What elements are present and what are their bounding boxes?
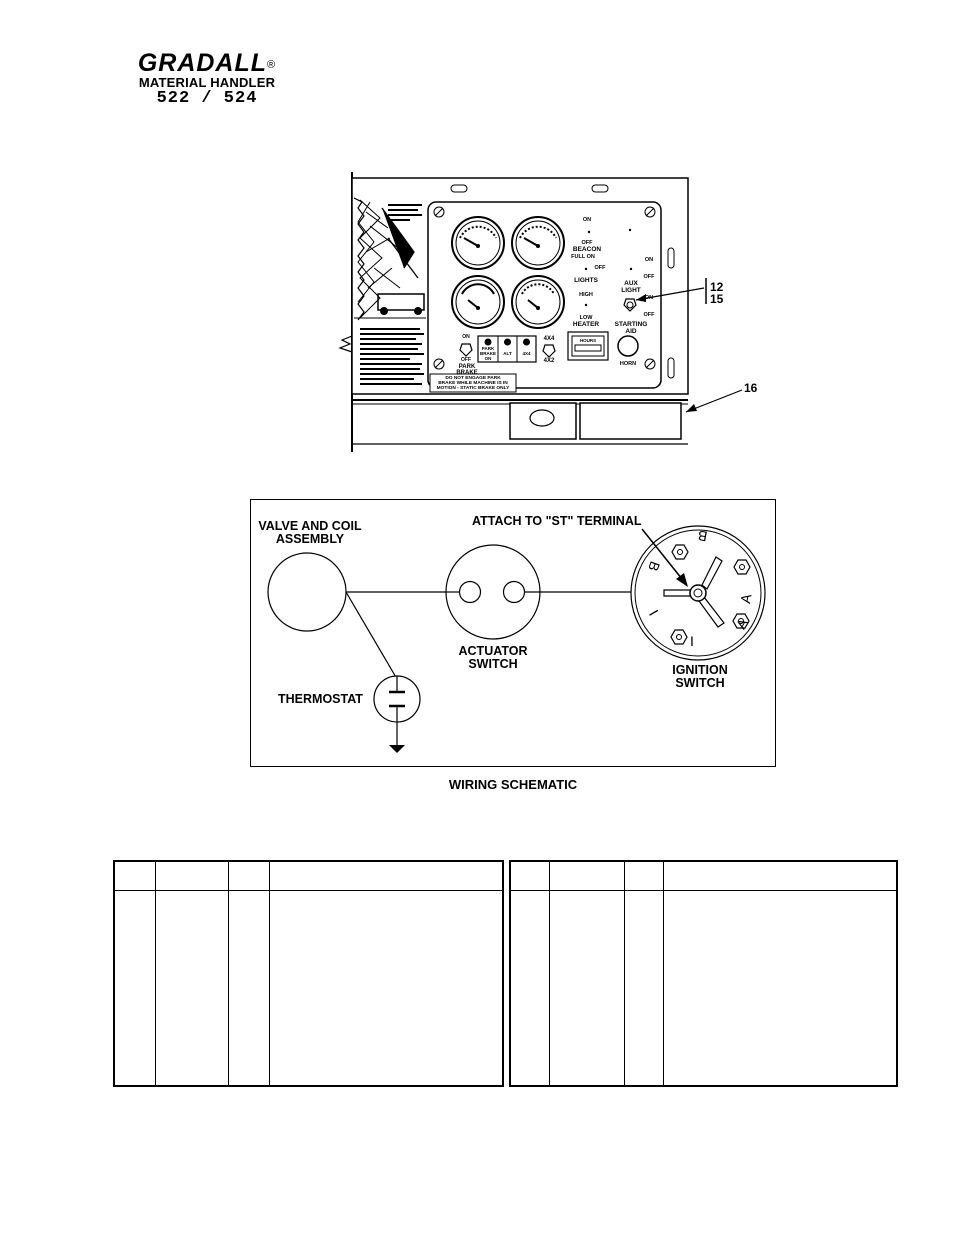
valve-label-line2: ASSEMBLY <box>276 532 345 546</box>
ground-symbol <box>389 745 405 753</box>
gauge-bottom-right <box>511 275 565 329</box>
actuator-label-line2: SWITCH <box>468 657 517 671</box>
parts-table-left <box>113 860 504 1087</box>
heater-low-label: LOW <box>580 315 594 321</box>
valve-coil-assembly <box>267 552 347 632</box>
table-row <box>509 890 898 1087</box>
horn-button <box>617 335 639 357</box>
table-header-cell <box>113 860 156 891</box>
schematic-caption: WIRING SCHEMATIC <box>448 777 578 792</box>
indicator-park-brake-line3: ON <box>485 356 492 361</box>
brand-name: GRADALL® <box>137 49 277 77</box>
thermostat-label: THERMOSTAT <box>278 692 363 706</box>
warning-line-3: MOTION - STATIC BRAKE ONLY <box>437 385 510 391</box>
indicator-alt: ALT <box>503 351 512 356</box>
warning-line-2: BRAKE WHILE MACHINE IS IN <box>438 380 508 386</box>
starting-aid-label-2: AID <box>625 328 637 335</box>
gradall-logo: GRADALL® MATERIAL HANDLER 522 / 524 <box>112 50 302 108</box>
actuator-label-line1: ACTUATOR <box>459 644 528 658</box>
beacon-off-label: OFF <box>582 240 594 246</box>
attach-st-terminal-label: ATTACH TO "ST" TERMINAL <box>472 514 642 528</box>
park-brake-toggle-switch <box>459 343 473 357</box>
table-cell <box>155 890 229 1087</box>
table-header-cell <box>549 860 625 891</box>
aux-on-label: ON <box>645 257 653 263</box>
callout-12: 12 <box>710 280 724 294</box>
callout-12-15: 12 15 <box>635 278 724 306</box>
hourmeter-label: HOURS <box>580 338 596 343</box>
ignition-label-line2: SWITCH <box>675 676 724 690</box>
thermostat <box>373 675 421 753</box>
ignition-switch <box>630 525 766 661</box>
table-cell <box>113 890 156 1087</box>
model-number: 522 / 524 <box>156 89 258 108</box>
drive-4x2-label: 4X2 <box>544 358 555 364</box>
table-row <box>113 890 504 1087</box>
callout-16: 16 <box>685 381 758 413</box>
table-cell <box>549 890 625 1087</box>
starting-aid-label-1: STARTING <box>615 321 648 328</box>
indicator-park-brake-line2: BRAKE <box>480 351 496 356</box>
gauge-top-right <box>511 216 565 270</box>
warning-line-1: DO NOT ENGAGE PARK <box>445 375 501 381</box>
table-header-cell <box>624 860 664 891</box>
table-header-cell <box>269 860 504 891</box>
table-header-row <box>113 860 504 891</box>
starting-aid-off-label: OFF <box>644 312 656 318</box>
heater-label: HEATER <box>573 321 600 328</box>
valve-label-line1: VALVE AND COIL <box>258 519 362 533</box>
table-header-cell <box>663 860 898 891</box>
aux-label-2: LIGHT <box>621 287 641 294</box>
beacon-label: BEACON <box>573 246 601 253</box>
indicator-4x4: 4X4 <box>522 351 531 356</box>
parts-table-right <box>509 860 898 1087</box>
table-header-cell <box>228 860 270 891</box>
park-brake-label-1: PARK <box>459 364 476 370</box>
wiring-schematic: VALVE AND COIL ASSEMBLY THERMOSTAT ACTUA… <box>250 499 776 767</box>
gauge-top-left <box>451 216 505 270</box>
ignition-label-line1: IGNITION <box>672 663 728 677</box>
warning-label: DO NOT ENGAGE PARK BRAKE WHILE MACHINE I… <box>429 373 517 393</box>
terminal-letter-b-top: B <box>697 527 709 544</box>
aux-light-toggle-switch <box>623 298 637 312</box>
table-cell <box>624 890 664 1087</box>
table-cell <box>663 890 898 1087</box>
lower-tray <box>352 399 688 445</box>
terminal-letter-i-bottom: I <box>690 633 694 649</box>
aux-label-1: AUX <box>624 280 638 287</box>
table-header-row <box>509 860 898 891</box>
table-header-cell <box>155 860 229 891</box>
park-brake-label-2: BRAKE <box>456 370 477 376</box>
drive-toggle-switch <box>542 344 556 358</box>
actuator-switch <box>445 544 541 640</box>
park-brake-off-label: OFF <box>461 357 471 363</box>
drive-4x4-label: 4X4 <box>544 336 555 342</box>
registered-mark: ® <box>267 59 277 71</box>
table-cell <box>228 890 270 1087</box>
beacon-on-label: ON <box>583 217 591 223</box>
park-brake-on-label: ON <box>462 334 470 340</box>
callout-16-label: 16 <box>744 381 758 395</box>
lights-off-label: OFF <box>595 265 607 271</box>
horn-label: HORN <box>620 361 636 367</box>
callout-15: 15 <box>710 292 724 306</box>
lights-label: LIGHTS <box>574 277 598 284</box>
indicator-park-brake-line1: PARK <box>482 346 495 351</box>
lights-full-on-label: FULL ON <box>571 254 595 260</box>
table-cell <box>269 890 504 1087</box>
hourmeter: HOURS <box>567 331 609 361</box>
aux-off-label: OFF <box>644 274 656 280</box>
load-chart-decal <box>338 197 426 388</box>
indicator-lights: PARK BRAKE ON ALT 4X4 <box>477 335 537 363</box>
product-name: MATERIAL HANDLER <box>138 75 276 90</box>
gauge-bottom-left <box>451 275 505 329</box>
dashboard-panel-illustration: ON OFF BEACON FULL ON OFF LIGHTS HIGH LO… <box>338 172 758 452</box>
heater-high-label: HIGH <box>579 292 593 298</box>
terminal-letter-a-right: A <box>737 592 754 605</box>
terminal-letter-i-left: I <box>646 607 662 618</box>
table-header-cell <box>509 860 550 891</box>
table-cell <box>509 890 550 1087</box>
